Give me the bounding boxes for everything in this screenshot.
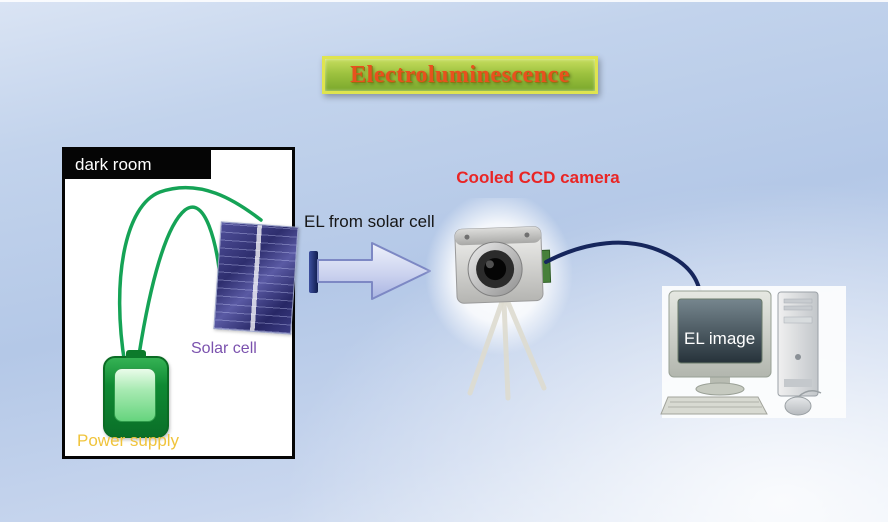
top-divider-line (0, 0, 888, 2)
tower-vent-2 (783, 305, 813, 311)
battery-terminal (126, 350, 146, 358)
tripod-legs (467, 297, 547, 401)
computer-image: EL image (660, 286, 846, 418)
tower-vent-1 (783, 298, 813, 304)
power-supply-icon (103, 350, 169, 438)
mouse (784, 396, 812, 416)
wire-line-bottom (135, 205, 223, 370)
tripod-leg-right (504, 297, 547, 391)
keyboard (660, 396, 768, 415)
arrow-tail-bar (309, 251, 318, 293)
tower-power-button (795, 354, 801, 360)
tripod-leg-left (467, 299, 505, 396)
tower-drive-bay (783, 316, 813, 324)
el-arrow-icon (309, 242, 431, 300)
monitor-stand (710, 377, 730, 385)
screw-right (524, 232, 530, 238)
camera-top-plate (454, 226, 541, 246)
wire-cables-graphic (117, 185, 263, 370)
power-supply-label: Power supply (77, 431, 180, 450)
title-banner: Electroluminescence (322, 56, 598, 94)
screw-left (464, 234, 470, 240)
monitor-screen (677, 298, 763, 364)
camera-label: Cooled CCD camera (456, 168, 620, 187)
solar-cell-image (213, 221, 299, 335)
solar-cell-label: Solar cell (191, 340, 257, 357)
el-beam-label: EL from solar cell (304, 212, 435, 231)
lens-highlight (485, 260, 494, 269)
arrow-body (317, 242, 431, 300)
dark-room-panel: dark room Solar cell Power supply (62, 147, 299, 459)
battery-body-highlight (114, 368, 156, 422)
keyboard-key-rows (668, 401, 762, 408)
mouse-cable (797, 390, 822, 398)
tower-base-vent (784, 379, 812, 387)
ccd-camera-image (425, 198, 573, 401)
camera-body-group (454, 226, 552, 304)
page-title: Electroluminescence (350, 61, 570, 88)
wire-line-top (117, 185, 263, 367)
lens-aperture (484, 258, 507, 281)
monitor-base (695, 382, 745, 396)
tripod-leg-center (501, 299, 511, 401)
el-image-label: EL image (684, 329, 755, 348)
dark-room-label: dark room (65, 150, 211, 179)
